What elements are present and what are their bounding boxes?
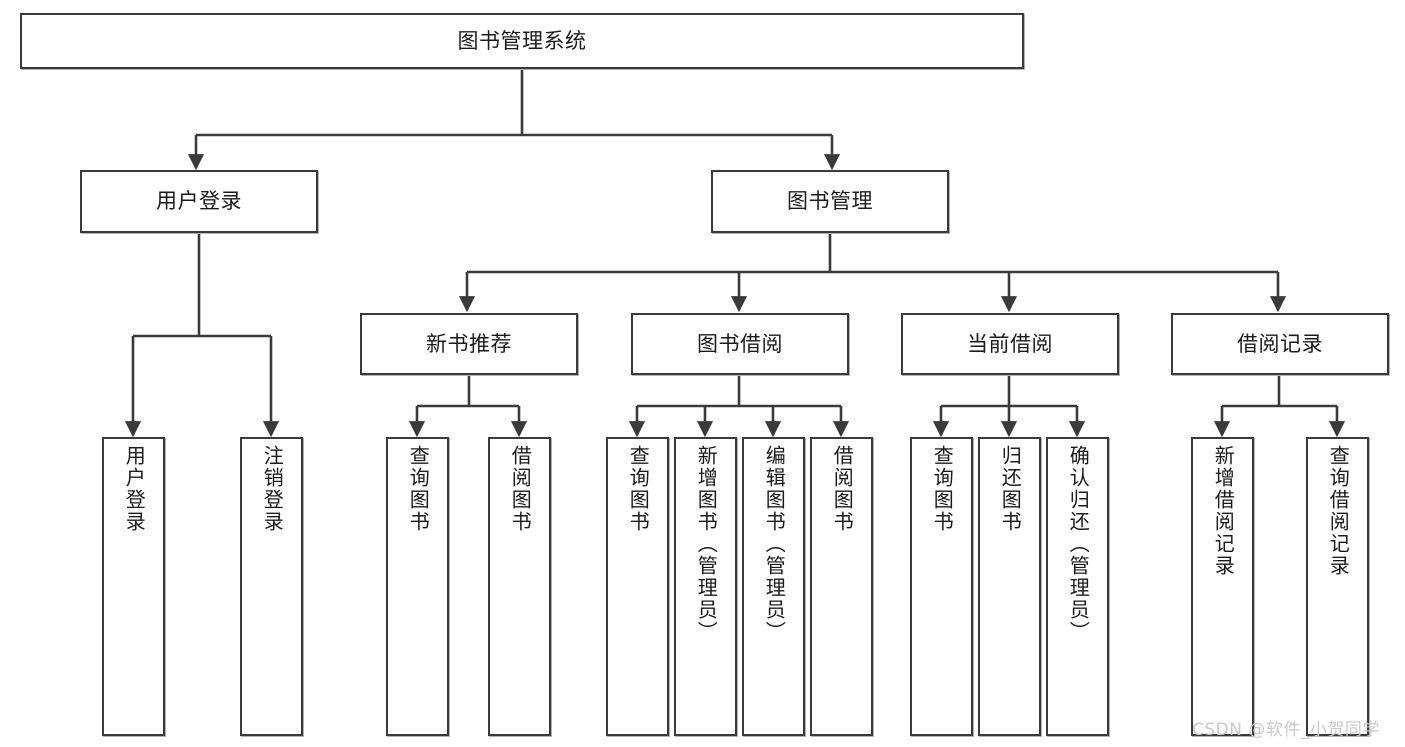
node-label: 新增借阅记录 bbox=[1211, 445, 1236, 577]
leaf-user-login[interactable]: 用户登录 bbox=[102, 437, 165, 736]
node-label: 查询借阅记录 bbox=[1326, 445, 1351, 577]
node-label: 图书管理 bbox=[787, 189, 873, 214]
node-current-borrowing[interactable]: 当前借阅 bbox=[901, 313, 1119, 375]
csdn-watermark: CSDN @软件_小贺同学 bbox=[1192, 720, 1380, 740]
leaf-query-books-recommendation[interactable]: 查询图书 bbox=[386, 437, 449, 736]
leaf-borrow-books-borrowing[interactable]: 借阅图书 bbox=[810, 437, 873, 736]
leaf-edit-book-admin[interactable]: 编辑图书（管理员） bbox=[742, 437, 805, 736]
node-label: 确认归还（管理员） bbox=[1066, 445, 1091, 643]
leaf-add-book-admin[interactable]: 新增图书（管理员） bbox=[674, 437, 737, 736]
node-label: 新增图书（管理员） bbox=[694, 445, 719, 643]
leaf-query-borrow-record[interactable]: 查询借阅记录 bbox=[1306, 437, 1369, 736]
node-label: 注销登录 bbox=[260, 445, 285, 533]
leaf-borrow-books-recommendation[interactable]: 借阅图书 bbox=[488, 437, 551, 736]
node-new-book-recommendation[interactable]: 新书推荐 bbox=[360, 313, 578, 375]
node-label: 借阅图书 bbox=[830, 445, 855, 533]
node-book-management[interactable]: 图书管理 bbox=[711, 170, 949, 233]
leaf-return-books[interactable]: 归还图书 bbox=[978, 437, 1041, 736]
node-user-login[interactable]: 用户登录 bbox=[80, 170, 318, 233]
leaf-add-borrow-record[interactable]: 新增借阅记录 bbox=[1191, 437, 1254, 736]
node-book-borrowing[interactable]: 图书借阅 bbox=[631, 313, 849, 375]
node-label: 借阅记录 bbox=[1237, 331, 1323, 356]
node-label: 查询图书 bbox=[406, 445, 431, 533]
node-label: 编辑图书（管理员） bbox=[762, 445, 787, 643]
node-label: 归还图书 bbox=[998, 445, 1023, 533]
node-borrowing-record[interactable]: 借阅记录 bbox=[1171, 313, 1389, 375]
node-label: 图书借阅 bbox=[697, 331, 783, 356]
node-label: 用户登录 bbox=[156, 189, 242, 214]
node-label: 当前借阅 bbox=[967, 331, 1053, 356]
leaf-confirm-return-admin[interactable]: 确认归还（管理员） bbox=[1046, 437, 1109, 736]
node-label: 查询图书 bbox=[626, 445, 651, 533]
node-root-book-management-system[interactable]: 图书管理系统 bbox=[20, 13, 1024, 69]
node-label: 图书管理系统 bbox=[457, 28, 587, 53]
node-label: 新书推荐 bbox=[426, 331, 512, 356]
node-label: 借阅图书 bbox=[508, 445, 533, 533]
leaf-query-books-borrowing[interactable]: 查询图书 bbox=[606, 437, 669, 736]
node-label: 用户登录 bbox=[122, 445, 147, 533]
node-label: 查询图书 bbox=[930, 445, 955, 533]
leaf-query-books-current[interactable]: 查询图书 bbox=[910, 437, 973, 736]
leaf-logout[interactable]: 注销登录 bbox=[240, 437, 303, 736]
